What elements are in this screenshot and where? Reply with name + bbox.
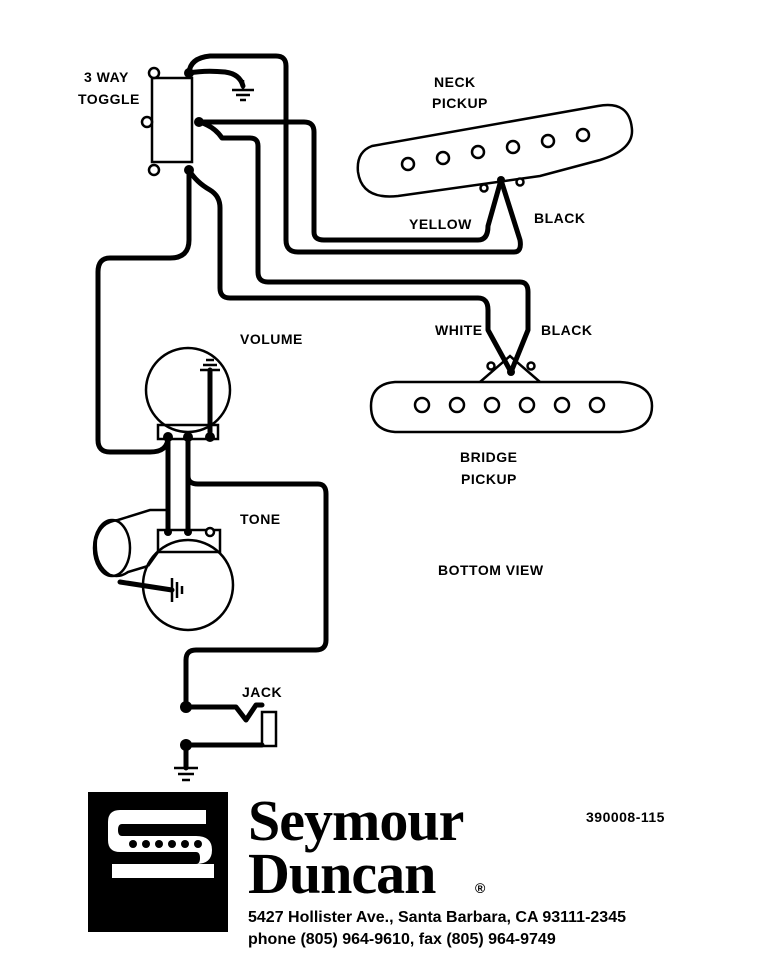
- tone-ground-icon: [170, 578, 184, 602]
- toggle-to-volume-wire: [95, 167, 192, 455]
- tone-capacitor: [92, 518, 132, 578]
- neck-label-line1: NECK: [434, 74, 476, 90]
- toggle-label-line2: TOGGLE: [78, 91, 140, 107]
- bridge-pole-5: [553, 396, 571, 414]
- jack-tip-contact: [183, 702, 265, 723]
- toggle-body: [150, 76, 194, 164]
- bridge-black-label: BLACK: [541, 322, 593, 338]
- bridge-pickup-tab: [479, 354, 541, 383]
- bridge-pole-6: [588, 396, 606, 414]
- toggle-lug-mid-left: [140, 115, 154, 129]
- bridge-label-line2: PICKUP: [461, 471, 517, 487]
- neck-pole-5: [540, 133, 556, 149]
- bridge-eyelet-left: [486, 361, 496, 371]
- toggle-label-line1: 3 WAY: [84, 69, 129, 85]
- bridge-black-wire: [196, 119, 531, 375]
- jack-sleeve-contact: [260, 710, 278, 748]
- bridge-pole-4: [518, 396, 536, 414]
- volume-lug-3: [205, 432, 215, 442]
- neck-eyelet-right: [515, 177, 525, 187]
- seymour-duncan-s-logo: [88, 792, 228, 932]
- bridge-white-label: WHITE: [435, 322, 483, 338]
- neck-pole-3: [470, 144, 486, 160]
- neck-pickup: [356, 103, 634, 198]
- output-jack: [174, 701, 278, 782]
- volume-to-jack-wire: [183, 434, 329, 710]
- neck-pole-2: [435, 150, 451, 166]
- neck-pickup-body: [356, 103, 634, 198]
- tone-lug-3: [204, 526, 216, 538]
- volume-pot: [144, 346, 232, 442]
- three-way-toggle: [140, 66, 204, 177]
- neck-black-label: BLACK: [534, 210, 586, 226]
- part-number: 390008-115: [586, 809, 665, 825]
- neck-black-wire: [186, 53, 523, 255]
- toggle-lug-bottom-left: [147, 163, 161, 177]
- neck-pole-1: [400, 156, 416, 172]
- volume-label: VOLUME: [240, 331, 303, 347]
- neck-yellow-wire: [196, 119, 504, 243]
- neck-pole-6: [575, 127, 591, 143]
- tone-capacitor-body: [94, 518, 149, 578]
- registered-mark: ®: [475, 880, 486, 896]
- neck-label-line2: PICKUP: [432, 95, 488, 111]
- bridge-pole-3: [483, 396, 501, 414]
- tone-pot: [92, 508, 235, 632]
- brand-line2: Duncan: [248, 841, 436, 906]
- bridge-pickup-body: [369, 380, 654, 434]
- ground-icon: [232, 80, 254, 102]
- footer-address: 5427 Hollister Ave., Santa Barbara, CA 9…: [248, 909, 626, 926]
- neck-pole-4: [505, 139, 521, 155]
- jack-label: JACK: [242, 684, 282, 700]
- neck-eyelet-left: [479, 183, 489, 193]
- brand-line1: Seymour: [248, 788, 464, 853]
- tone-cap-ground-wire: [117, 579, 175, 593]
- bottom-view-label: BOTTOM VIEW: [438, 562, 544, 578]
- footer-phone: phone (805) 964-9610, fax (805) 964-9749: [248, 931, 556, 948]
- toggle-lug-top-left: [147, 66, 161, 80]
- bridge-pole-1: [413, 396, 431, 414]
- volume-pot-body: [144, 346, 232, 434]
- toggle-ground-wire: [186, 68, 246, 89]
- bridge-pickup: [369, 354, 654, 434]
- bridge-eyelet-right: [526, 361, 536, 371]
- bridge-white-wire: [186, 167, 514, 375]
- bridge-pole-2: [448, 396, 466, 414]
- tone-label: TONE: [240, 511, 281, 527]
- bridge-label-line1: BRIDGE: [460, 449, 517, 465]
- neck-yellow-label: YELLOW: [409, 216, 472, 232]
